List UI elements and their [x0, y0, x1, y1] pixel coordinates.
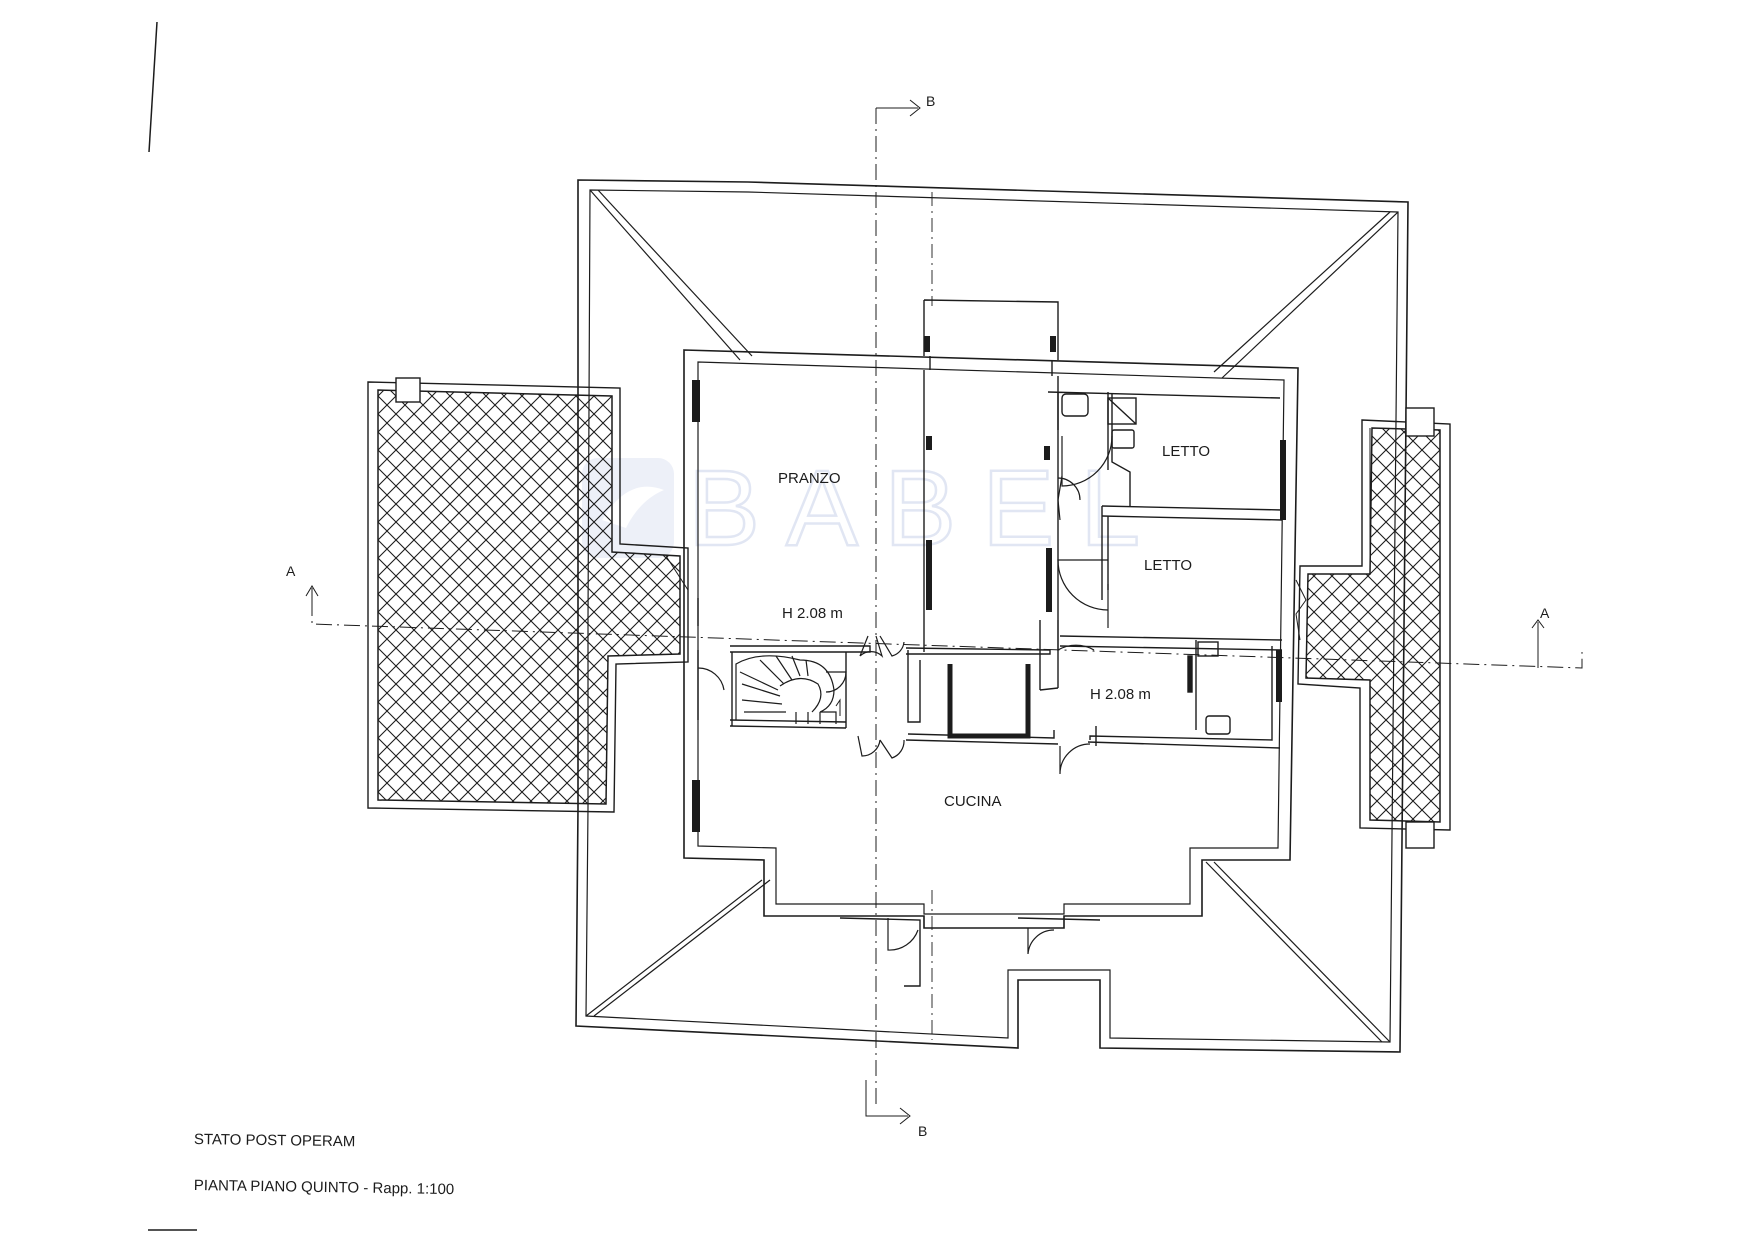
left-terrace [367, 377, 689, 813]
dwelling-walls [683, 349, 1299, 929]
margin-marks [148, 21, 197, 1231]
room-label-pranzo: PRANZO [778, 470, 841, 487]
section-line-a [305, 585, 1583, 669]
room-label-letto-2: LETTO [1144, 557, 1192, 574]
room-label-cucina: CUCINA [944, 793, 1002, 810]
section-label-a-right: A [1540, 605, 1550, 621]
wall-fill-marks [692, 336, 1286, 832]
room-label-letto-1: LETTO [1162, 443, 1210, 460]
door-swings [697, 435, 1113, 955]
watermark-text: BABEL [688, 447, 1166, 568]
roof-outline [575, 179, 1409, 1053]
height-label-left: H 2.08 m [782, 605, 843, 622]
section-label-b-bottom: B [918, 1123, 927, 1139]
section-label-a-left: A [286, 563, 296, 579]
lift-shaft [947, 664, 1031, 739]
right-terrace [1295, 407, 1451, 849]
roof-hips [585, 189, 1399, 1043]
section-line-b [865, 99, 921, 1125]
caption-status: STATO POST OPERAM [193, 1131, 356, 1151]
section-label-b-top: B [926, 93, 935, 109]
spiral-stair [735, 655, 841, 724]
height-label-right: H 2.08 m [1090, 686, 1151, 703]
